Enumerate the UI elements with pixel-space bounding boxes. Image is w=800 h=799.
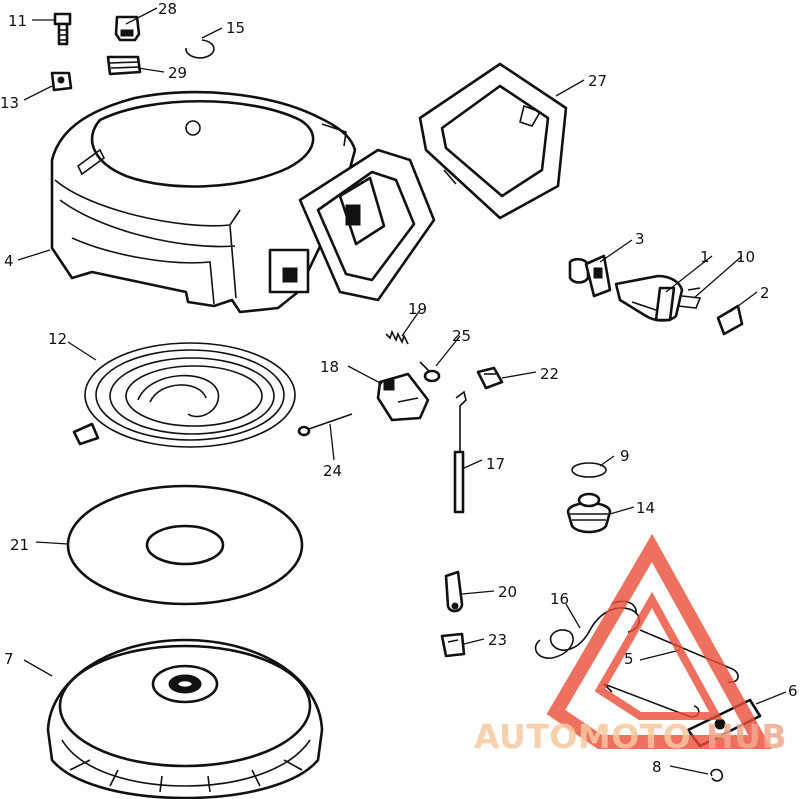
part-18-pawl-housing — [376, 372, 430, 422]
label-8: 8 — [652, 758, 662, 776]
part-2-plate — [716, 304, 744, 336]
part-23-clip — [440, 632, 466, 658]
part-24-pin — [297, 413, 353, 437]
label-7: 7 — [4, 650, 14, 668]
part-10-insert — [677, 287, 702, 309]
label-24: 24 — [323, 462, 342, 480]
watermark-hub: HUB — [706, 717, 787, 756]
part-17-link-rod — [453, 390, 467, 514]
part-9-o-ring — [571, 462, 607, 478]
label-12: 12 — [48, 330, 67, 348]
part-12-spring — [72, 342, 296, 448]
watermark-text: AUTOMOTO HUB — [474, 717, 787, 756]
part-7-pulley — [46, 638, 324, 799]
label-14: 14 — [636, 499, 655, 517]
part-25-pin — [419, 361, 441, 383]
part-27-gasket — [418, 62, 568, 220]
label-28: 28 — [158, 0, 177, 18]
label-15: 15 — [226, 19, 245, 37]
label-9: 9 — [620, 447, 630, 465]
label-21: 21 — [10, 536, 29, 554]
label-3: 3 — [635, 230, 645, 248]
label-16: 16 — [550, 590, 569, 608]
part-13-nut — [50, 71, 73, 92]
part-28-clip — [114, 15, 141, 42]
part-21-plate — [66, 484, 304, 606]
part-4-housing — [50, 90, 436, 314]
label-5: 5 — [624, 650, 634, 668]
label-29: 29 — [168, 64, 187, 82]
label-1: 1 — [700, 248, 710, 266]
label-4: 4 — [4, 252, 14, 270]
label-27: 27 — [588, 72, 607, 90]
label-18: 18 — [320, 358, 339, 376]
part-3-grommet — [568, 254, 612, 298]
part-22-plunger — [476, 366, 504, 390]
label-22: 22 — [540, 365, 559, 383]
part-14-plug — [566, 492, 612, 534]
part-15-snap-ring — [185, 39, 215, 59]
label-2: 2 — [760, 284, 770, 302]
part-29-cap — [106, 55, 142, 76]
part-8-clip — [710, 768, 724, 782]
watermark-logo-icon — [546, 533, 772, 749]
label-25: 25 — [452, 327, 471, 345]
label-23: 23 — [488, 631, 507, 649]
callout-labels: 11 28 15 29 13 27 4 3 1 10 2 19 12 25 18… — [0, 0, 798, 776]
label-6: 6 — [788, 682, 798, 700]
part-19-spring — [385, 329, 409, 345]
part-1-handle — [614, 274, 684, 322]
label-10: 10 — [736, 248, 755, 266]
leader-lines — [17, 7, 787, 775]
label-20: 20 — [498, 583, 517, 601]
watermark-automoto: AUTOMOTO — [474, 717, 691, 756]
part-11-bolt — [53, 12, 72, 46]
label-13: 13 — [0, 94, 19, 112]
label-17: 17 — [486, 455, 505, 473]
label-19: 19 — [408, 300, 427, 318]
label-11: 11 — [8, 12, 27, 30]
part-20-link — [444, 570, 464, 613]
